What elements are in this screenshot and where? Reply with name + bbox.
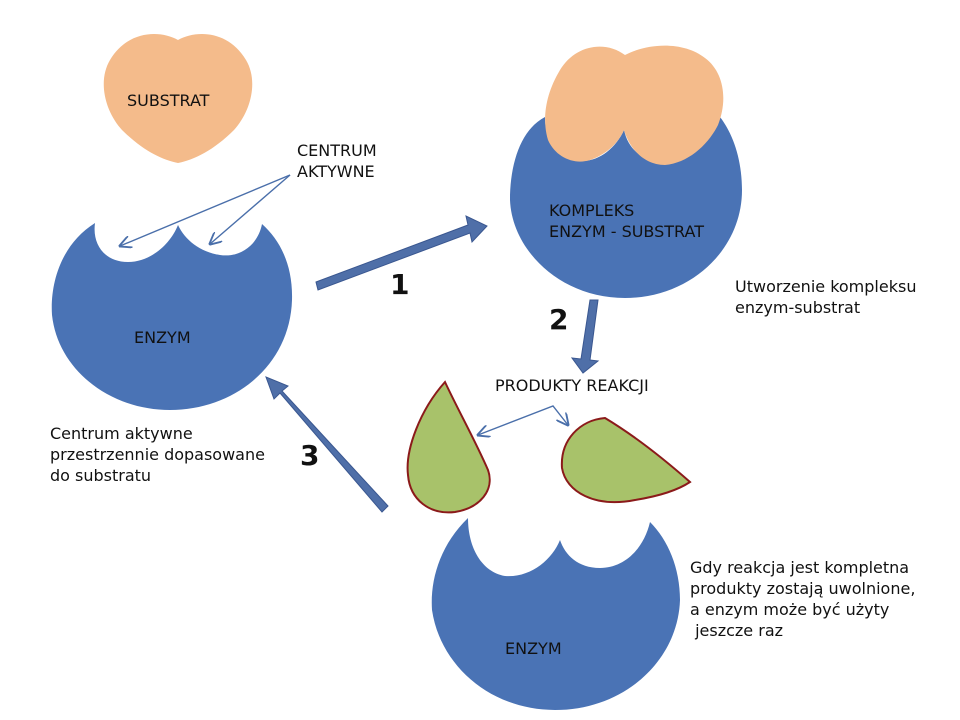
- step-number-3: 3: [300, 439, 320, 472]
- step-arrow-1: [315, 215, 488, 291]
- enzyme-shape-bottom: [431, 518, 680, 710]
- substrate-shape-complex: [545, 45, 724, 165]
- product-shape-right: [560, 416, 692, 504]
- step-number-2: 2: [549, 303, 569, 336]
- step-arrow-3: [265, 376, 389, 513]
- substrate-shape: [103, 34, 253, 163]
- pointer-line-2: [210, 174, 291, 244]
- product-shape-left: [406, 380, 491, 514]
- enzyme-label-bottom: ENZYM: [505, 639, 562, 658]
- enzyme-shape-left: [51, 223, 293, 410]
- pointer-line-1: [120, 174, 291, 246]
- step-arrow-2: [570, 299, 600, 374]
- active-site-note: Centrum aktywne przestrzennie dopasowane…: [50, 424, 265, 485]
- enzyme-label-left: ENZYM: [134, 328, 191, 347]
- pointer-products: [478, 405, 568, 435]
- active-site-label: CENTRUM AKTYWNE: [297, 141, 377, 181]
- substrate-label: SUBSTRAT: [127, 91, 210, 110]
- step-number-1: 1: [390, 268, 410, 301]
- complex-note: Utworzenie kompleksu enzym-substrat: [735, 277, 917, 317]
- release-note: Gdy reakcja jest kompletna produkty zost…: [690, 558, 916, 640]
- complex-label: KOMPLEKS ENZYM - SUBSTRAT: [549, 201, 704, 241]
- products-label: PRODUKTY REAKCJI: [495, 376, 649, 395]
